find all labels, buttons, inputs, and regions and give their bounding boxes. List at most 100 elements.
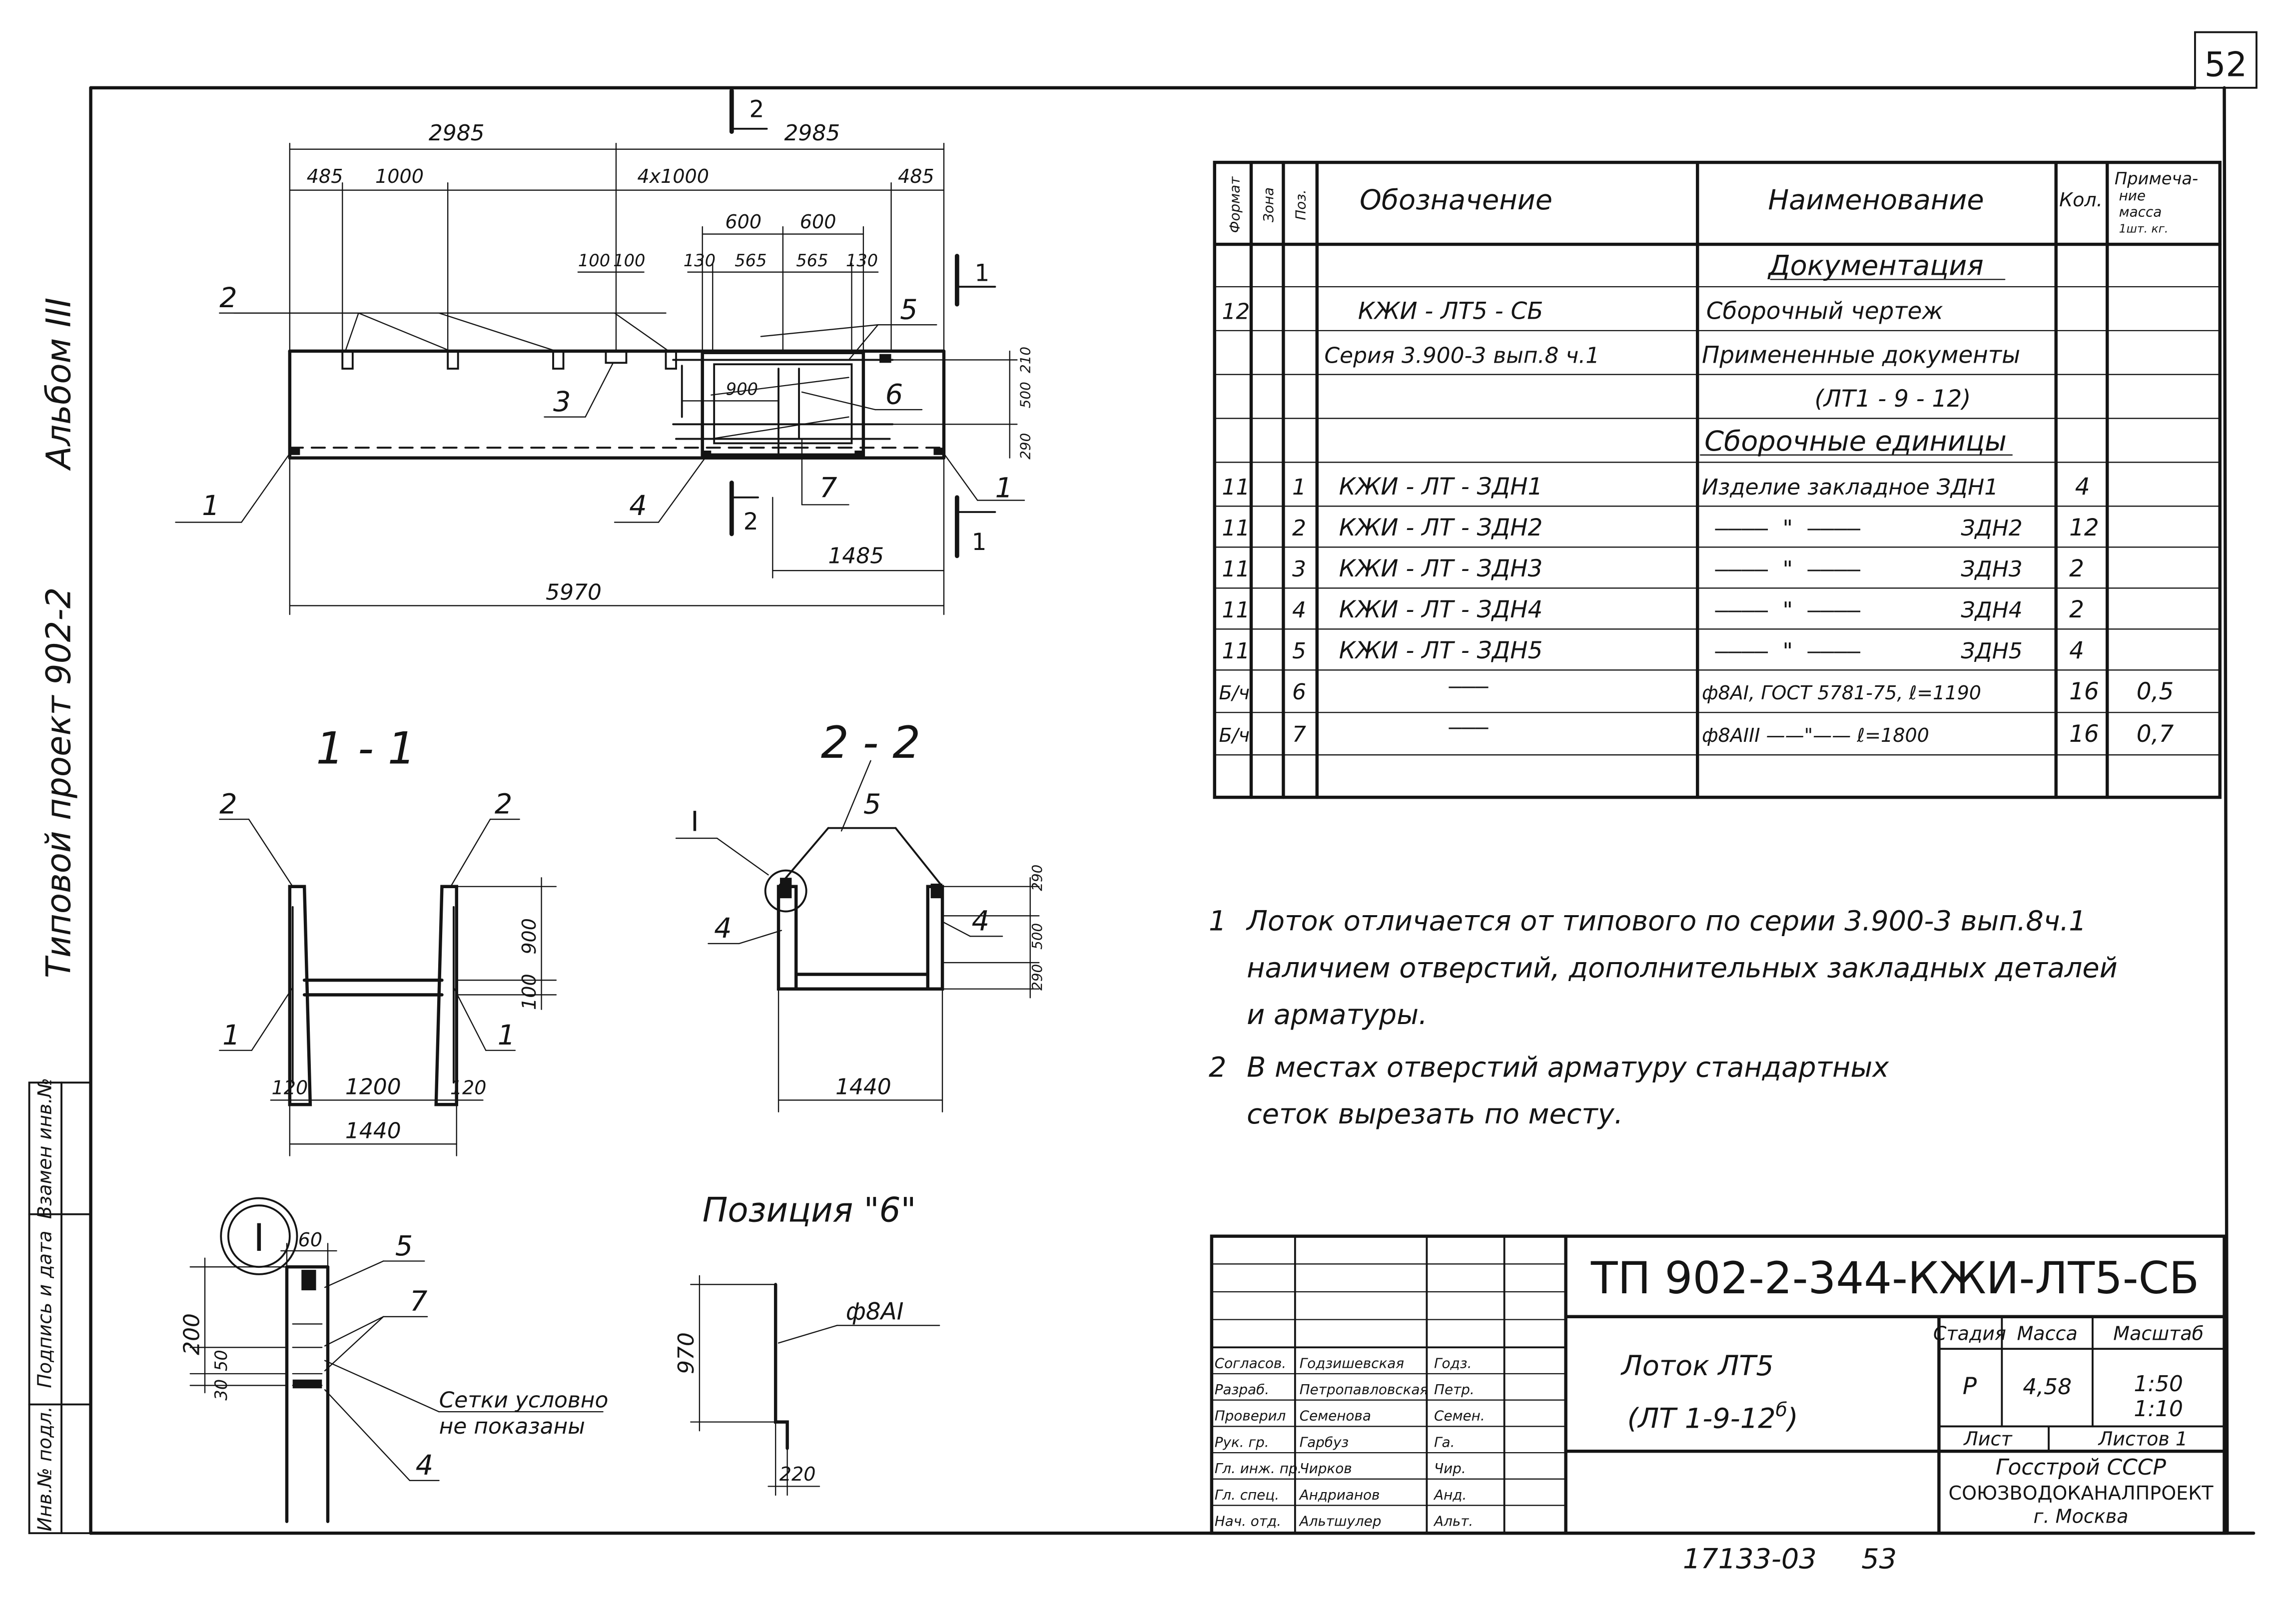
cut-2-top: 2 — [749, 96, 764, 123]
stage-value: Р — [1963, 1373, 1977, 1400]
sec11-mark-2-right: 2 — [495, 788, 512, 820]
doc-row-2-designation: Серия 3.900-3 вып.8 ч.1 — [1324, 343, 1599, 368]
org-line1: Госстрой СССР — [1996, 1455, 2166, 1480]
dim-290: 290 — [1017, 433, 1034, 460]
signer-4-sign: Га. — [1434, 1434, 1455, 1450]
section-1-1-title: 1 - 1 — [316, 723, 415, 774]
sec11-dim-120-b: 120 — [450, 1077, 487, 1099]
th-qty: Кол. — [2059, 189, 2103, 211]
note-1-line2: наличием отверстий, дополнительных закла… — [1247, 952, 2118, 984]
note-2-num: 2 — [1209, 1051, 1226, 1083]
pos6-rebar: ф8АI — [846, 1299, 904, 1326]
signer-1-name: Годзишевская — [1300, 1355, 1404, 1371]
signer-2-sign: Петр. — [1434, 1381, 1475, 1398]
dim-485-left: 485 — [307, 165, 343, 187]
page-number: 52 — [2205, 44, 2248, 84]
unit-row-5-designation: КЖИ - ЛТ - ЗДН5 — [1339, 637, 1543, 664]
dim-100-b: 100 — [613, 251, 645, 270]
unit-row-5-qty: 4 — [2069, 637, 2084, 664]
doc-row-2-name: Примененные документы — [1702, 342, 2020, 369]
unit-row-5: 11 5 КЖИ - ЛТ - ЗДН5 ———— " ———— ЗДН5 4 — [1222, 637, 2084, 664]
sec22-dim-1440: 1440 — [835, 1074, 891, 1100]
unit-row-1-designation: КЖИ - ЛТ - ЗДН1 — [1339, 474, 1543, 501]
unit-row-2-name-suffix: ЗДН2 — [1961, 516, 2022, 541]
pos6-dim-970: 970 — [674, 1332, 699, 1374]
note-1-line3: и арматуры. — [1247, 999, 1428, 1031]
sec11-dim-1200: 1200 — [345, 1074, 401, 1100]
sec22-dim-290-a: 290 — [1029, 865, 1045, 891]
doc-row-1-format: 12 — [1222, 299, 1250, 324]
th-note-4: 1шт. кг. — [2119, 222, 2169, 236]
signer-row-2: Разраб. Петропавловская Петр. — [1215, 1381, 1475, 1398]
signer-row-4: Рук. гр. Гарбуз Га. — [1215, 1434, 1455, 1450]
sec22-dim-500: 500 — [1029, 923, 1045, 950]
unit-row-7: Б/ч 7 ——— ф8АIII ——"—— ℓ=1800 16 0,7 — [1219, 714, 2174, 748]
dim-1000: 1000 — [375, 165, 424, 187]
detailI-dim-200: 200 — [179, 1313, 204, 1355]
section-1-1: 1 - 1 900 100 120 1200 120 1440 2 2 1 1 — [219, 723, 557, 1156]
sec11-dim-900: 900 — [518, 918, 540, 955]
signer-7-role: Нач. отд. — [1215, 1513, 1281, 1530]
sec11-dim-100: 100 — [518, 974, 540, 1010]
doc-row-3-name: (ЛТ1 - 9 - 12) — [1814, 386, 1971, 413]
stamp-sign-date: Подпись и дата — [34, 1230, 56, 1388]
cut-1-bottom: 1 — [972, 529, 987, 556]
mark-4: 4 — [629, 490, 647, 522]
spec-table: Формат Зона Поз. Обозначение Наименовани… — [1213, 160, 2222, 799]
scale-value-2: 1:10 — [2134, 1396, 2183, 1422]
th-pos: Поз. — [1292, 189, 1309, 220]
stamp-inv-orig: Инв.№ подл. — [34, 1406, 56, 1532]
th-note-3: масса — [2119, 203, 2162, 220]
dim-485-right: 485 — [898, 165, 934, 187]
unit-row-4-name-dash: ———— " ———— — [1715, 597, 1860, 623]
detailI-note-line2: не показаны — [439, 1414, 585, 1439]
unit-row-4-pos: 4 — [1292, 597, 1306, 623]
dim-2985-right: 2985 — [784, 120, 840, 146]
unit-row-6-designation: ——— — [1449, 673, 1489, 699]
unit-row-7-designation: ——— — [1449, 714, 1489, 740]
signer-5-sign: Чир. — [1434, 1460, 1466, 1477]
unit-row-6-format: Б/ч — [1219, 682, 1250, 704]
signer-7-sign: Альт. — [1433, 1513, 1473, 1530]
mark-6: 6 — [885, 378, 903, 411]
unit-row-2-designation: КЖИ - ЛТ - ЗДН2 — [1339, 515, 1543, 541]
sec22-mark-4-left: 4 — [714, 912, 732, 945]
stamp-inv-repl: Взамен инв.№ — [34, 1078, 56, 1219]
org-line2: СОЮЗВОДОКАНАЛПРОЕКТ — [1948, 1482, 2214, 1504]
note-2-line2: сеток вырезать по месту. — [1247, 1098, 1623, 1130]
unit-row-6-mass: 0,5 — [2137, 678, 2174, 705]
dim-2985-left: 2985 — [429, 120, 485, 146]
mass-value: 4,58 — [2023, 1374, 2072, 1400]
unit-row-7-qty: 16 — [2069, 721, 2099, 748]
unit-row-3: 11 3 КЖИ - ЛТ - ЗДН3 ———— " ———— ЗДН3 2 — [1222, 555, 2084, 582]
th-designation: Обозначение — [1360, 184, 1552, 216]
unit-row-3-qty: 2 — [2069, 555, 2084, 582]
unit-row-2: 11 2 КЖИ - ЛТ - ЗДН2 ———— " ———— ЗДН2 12 — [1222, 515, 2099, 541]
detailI-mark-5: 5 — [395, 1230, 413, 1262]
mark-5: 5 — [900, 293, 917, 326]
unit-row-1: 11 1 КЖИ - ЛТ - ЗДН1 Изделие закладное З… — [1222, 474, 2090, 501]
th-zone: Зона — [1260, 187, 1277, 222]
unit-row-1-pos: 1 — [1292, 475, 1306, 500]
unit-row-3-pos: 3 — [1292, 556, 1306, 582]
unit-row-7-name: ф8АIII ——"—— ℓ=1800 — [1702, 724, 1929, 746]
signer-3-role: Проверил — [1215, 1408, 1286, 1424]
unit-row-4: 11 4 КЖИ - ЛТ - ЗДН4 ———— " ———— ЗДН4 2 — [1222, 596, 2084, 623]
sec22-mark-4-right: 4 — [972, 905, 989, 938]
unit-row-3-name-suffix: ЗДН3 — [1961, 556, 2022, 582]
signer-4-role: Рук. гр. — [1215, 1434, 1269, 1450]
spec-section-docs: Документация — [1767, 250, 1984, 282]
th-name: Наименование — [1768, 184, 1984, 216]
unit-row-3-designation: КЖИ - ЛТ - ЗДН3 — [1339, 555, 1543, 582]
scale-label: Масштаб — [2113, 1323, 2204, 1345]
unit-row-6-pos: 6 — [1292, 679, 1306, 705]
unit-row-4-designation: КЖИ - ЛТ - ЗДН4 — [1339, 596, 1543, 623]
sheet-frame: 52 — [89, 31, 2258, 1535]
dim-600-a: 600 — [725, 211, 762, 233]
th-format: Формат — [1227, 176, 1243, 233]
dim-500: 500 — [1017, 382, 1034, 408]
dim-5970: 5970 — [546, 580, 602, 605]
sec11-mark-2-left: 2 — [219, 788, 237, 820]
doc-row-1-name: Сборочный чертеж — [1706, 298, 1943, 325]
